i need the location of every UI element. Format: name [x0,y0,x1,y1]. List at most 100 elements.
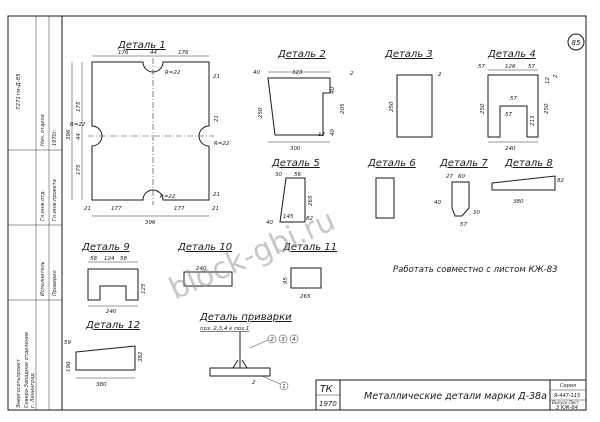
svg-text:2: 2 [553,74,559,78]
weld-callout-3 [278,334,288,344]
part-5: Деталь 5 30 56 265 145 40 82 [266,158,320,226]
svg-text:396: 396 [66,129,72,140]
stamp-chief-dept: Гл.инж.отд. [40,190,46,221]
svg-text:40: 40 [253,70,260,76]
part-9: Деталь 9 58 124 58 125 240 [81,242,147,315]
svg-text:57: 57 [478,64,485,70]
svg-text:21: 21 [84,206,91,212]
svg-text:124: 124 [104,256,115,262]
tb-tk: ТК [320,384,334,395]
svg-text:95: 95 [283,277,289,284]
svg-text:60: 60 [458,174,465,180]
svg-text:57: 57 [460,222,467,228]
svg-text:265: 265 [300,294,311,300]
svg-text:R=22: R=22 [70,122,86,128]
svg-text:12: 12 [545,77,551,84]
part-10-title: Деталь 10 [177,242,232,253]
svg-text:R=22: R=22 [214,141,230,147]
svg-text:27: 27 [446,174,453,180]
stamp-checker: Проверил [52,270,58,296]
svg-text:44: 44 [150,50,157,56]
svg-text:213: 213 [530,115,536,126]
part-7-title: Деталь 7 [439,158,488,169]
svg-text:250: 250 [389,101,395,112]
svg-text:21: 21 [212,206,219,212]
svg-text:2: 2 [350,71,354,77]
svg-text:R=22: R=22 [160,194,176,200]
part-3-title: Деталь 3 [384,49,433,60]
part-1: Деталь 1 176 44 176 R=22 R=22 R=22 R=22 … [66,40,230,226]
part-11-title: Деталь 11 [282,242,337,253]
svg-text:21: 21 [213,192,220,198]
tb-sheet: 3 КЖ-84 [556,405,578,411]
stamp-executor: Исполнитель [40,261,46,296]
svg-text:40: 40 [330,87,336,94]
svg-text:145: 145 [283,214,294,220]
svg-text:58: 58 [120,256,127,262]
sheet-frame [7,15,587,411]
svg-text:40: 40 [434,200,441,206]
svg-text:1: 1 [282,384,286,390]
part-6-title: Деталь 6 [367,158,416,169]
weld-callout-2 [267,334,277,344]
svg-text:40: 40 [266,220,273,226]
side-stamp: Энергосетьпроект Северо-Западное отделен… [8,16,62,410]
svg-text:190: 190 [66,361,72,372]
weld-title: Деталь приварки [199,312,292,323]
svg-text:2: 2 [252,380,256,386]
stamp-head: Нач. отдела [40,114,46,146]
svg-text:250: 250 [544,103,550,114]
sheet-note: Работать совместно с листом КЖ-83 [393,265,558,275]
svg-text:177: 177 [174,206,185,212]
svg-text:4: 4 [292,337,296,343]
svg-text:125: 125 [141,283,147,294]
sheet-number-circle [567,33,585,51]
svg-text:59: 59 [64,340,71,346]
tb-series-label: Серия [560,383,576,389]
tb-series: Я-447-115 [553,393,580,399]
svg-text:177: 177 [111,206,122,212]
stamp-year: 1970г. [52,129,58,146]
svg-text:380: 380 [96,382,107,388]
svg-text:82: 82 [306,216,313,222]
tb-name: Металлические детали марки Д-38а [364,391,547,402]
svg-text:30: 30 [473,210,480,216]
weld-subtitle: поз. 2,3,4 к поз.1 [200,326,249,332]
part-10: Деталь 10 240 [177,242,233,287]
svg-text:205: 205 [340,103,346,114]
part-4-title: Деталь 4 [487,49,536,60]
watermark: block-gbi.ru [164,203,341,307]
svg-text:57: 57 [510,96,517,102]
weld-callout-1 [279,381,289,391]
svg-text:250: 250 [258,107,264,118]
svg-text:56: 56 [294,172,301,178]
part-4: Деталь 4 57 126 57 12 2 250 57 250 213 5… [478,49,559,152]
part-1-title: Деталь 1 [117,40,166,51]
part-3: Деталь 3 2 250 [384,49,442,138]
svg-text:175: 175 [76,164,82,175]
svg-text:R=22: R=22 [165,70,181,76]
part-9-title: Деталь 9 [81,242,130,253]
svg-text:12: 12 [318,132,325,138]
weld-detail: Деталь приварки поз. 2,3,4 к поз.1 2 3 4… [199,312,299,391]
svg-text:240: 240 [106,309,117,315]
svg-text:58: 58 [90,256,97,262]
svg-text:57: 57 [505,112,512,118]
stamp-org-branch: Северо-Западное отделение [24,332,30,408]
part-12: Деталь 12 59 190 382 380 [64,320,144,388]
svg-text:265: 265 [308,195,314,206]
svg-text:175: 175 [76,101,82,112]
part-8: Деталь 8 82 380 [491,158,564,205]
part-5-title: Деталь 5 [271,158,320,169]
stamp-org: Энергосетьпроект [16,358,22,409]
tb-year: 1970 [319,400,337,408]
svg-text:396: 396 [145,220,156,226]
svg-text:176: 176 [118,50,129,56]
svg-text:240: 240 [505,146,516,152]
tb-sheet-label: Выпуск Лист [552,400,580,405]
part-7: Деталь 7 27 60 40 30 57 [434,158,488,228]
svg-text:240: 240 [196,266,207,272]
stamp-city: г. Ленинград [30,373,36,408]
title-block: ТК 1970 Металлические детали марки Д-38а… [315,379,587,411]
